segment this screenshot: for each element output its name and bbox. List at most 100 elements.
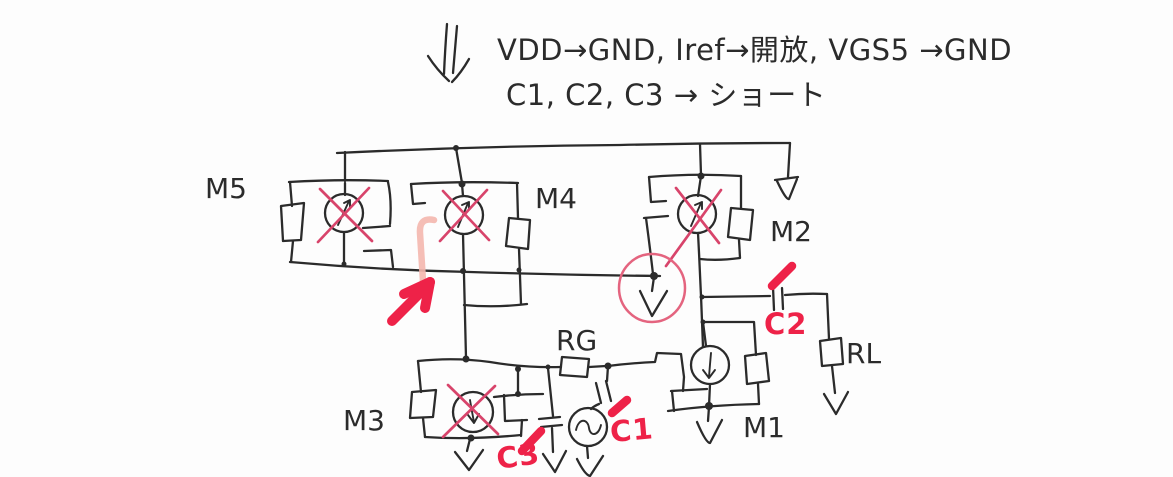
wire	[830, 364, 837, 395]
label-m3: M3	[343, 404, 385, 437]
resistor-box	[743, 351, 771, 386]
transistor-m5: M5	[205, 172, 395, 269]
wire	[698, 142, 703, 177]
red-x	[318, 187, 374, 243]
condition-text-line2: C1, C2, C3 → ショート	[506, 78, 826, 112]
current-source-circle	[451, 390, 495, 434]
wire	[416, 359, 423, 394]
ground-symbol	[541, 449, 568, 474]
wire	[421, 416, 427, 439]
junction-dot	[515, 391, 521, 397]
capacitor-plate	[539, 423, 564, 429]
ground-symbol	[453, 448, 485, 472]
junction-dot	[545, 364, 551, 370]
red-x	[438, 188, 489, 243]
ground-bar	[773, 175, 800, 182]
wire	[698, 238, 742, 261]
wire	[335, 141, 792, 155]
arrow-head	[426, 54, 451, 83]
gate-stub	[361, 180, 392, 230]
wire	[462, 302, 529, 308]
wire	[666, 402, 761, 413]
resistor-box	[279, 201, 306, 243]
red-x	[674, 186, 721, 245]
wire	[756, 382, 761, 406]
gate-stub	[362, 248, 395, 269]
wire	[701, 320, 758, 357]
junction-dot	[700, 319, 706, 325]
transistor-m3: M3	[343, 355, 563, 472]
gate-stub	[647, 175, 668, 204]
wire	[288, 260, 662, 278]
wire	[605, 364, 610, 383]
junction-dot	[467, 434, 475, 442]
double-down-arrow-icon	[426, 22, 471, 84]
pink-circle	[617, 252, 687, 324]
wire	[288, 180, 294, 208]
capacitor-c1: C1	[594, 362, 655, 449]
gate-stub	[669, 387, 709, 393]
wire	[461, 232, 468, 360]
label-m4: M4	[535, 182, 577, 215]
wire	[647, 173, 743, 179]
wire	[454, 146, 464, 185]
current-arrow	[467, 399, 480, 424]
capacitor-plate	[594, 381, 603, 405]
capacitor-plate	[780, 286, 785, 311]
arrow-shaft	[387, 287, 426, 326]
resistor-box	[726, 206, 755, 242]
label-c2: C2	[764, 307, 807, 341]
label-c3: C3	[494, 436, 542, 476]
resistor-rl: RL	[818, 292, 881, 416]
label-m5: M5	[205, 172, 247, 205]
red-arrow-annotation	[387, 277, 435, 326]
ground-symbol	[575, 454, 605, 477]
wire	[519, 418, 524, 438]
junction-dot	[460, 268, 466, 274]
transistor-m1: M1	[606, 319, 785, 445]
wire	[644, 216, 655, 276]
junction-dot	[453, 145, 459, 151]
transistor-m4: M4	[409, 180, 577, 360]
junction-dot	[516, 267, 522, 273]
red-slash	[607, 395, 632, 418]
junction-dot	[341, 261, 347, 267]
red-x	[441, 384, 497, 439]
capacitor-plate	[771, 285, 776, 312]
bias-node-wire	[288, 260, 662, 278]
capacitor-c3: C3	[494, 364, 568, 476]
label-rg: RG	[556, 324, 597, 357]
ground-symbol	[773, 175, 800, 201]
wire	[700, 294, 772, 299]
red-x	[316, 186, 371, 244]
condition-note: VDD→GND, Iref→開放, VGS5 →GND C1, C2, C3 →…	[426, 22, 1012, 112]
condition-text-line1: VDD→GND, Iref→開放, VGS5 →GND	[497, 33, 1012, 67]
label-rl: RL	[846, 337, 881, 370]
capacitor-plate	[537, 415, 562, 421]
top-rail	[335, 141, 800, 201]
gate-stub	[670, 389, 676, 413]
resistor-rg: RG	[556, 324, 608, 379]
wire	[786, 141, 792, 179]
current-arrow	[702, 352, 716, 379]
sine-icon	[575, 419, 602, 435]
ground-v	[775, 177, 799, 201]
arrow-head	[450, 57, 471, 84]
wire	[585, 444, 590, 460]
ground-symbol	[638, 289, 669, 318]
wire	[587, 364, 608, 369]
resistor-box	[818, 336, 845, 368]
ground-symbol	[822, 390, 850, 416]
wire	[783, 292, 829, 297]
wire	[289, 239, 295, 264]
junction-dot	[699, 294, 705, 300]
junction-dot	[515, 366, 521, 372]
capacitor-c2: C2	[699, 261, 829, 341]
label-c1: C1	[609, 411, 655, 449]
junction-dot	[705, 402, 713, 410]
red-slash	[517, 426, 546, 456]
circled-ground-annotation	[617, 252, 687, 324]
signal-source	[567, 402, 609, 477]
